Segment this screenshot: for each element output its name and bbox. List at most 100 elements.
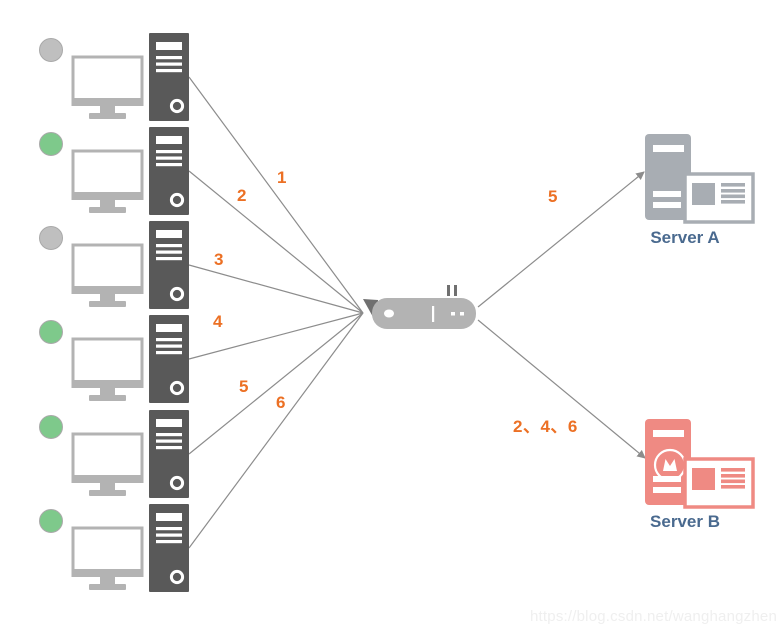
request-label-6: 6 <box>276 393 286 412</box>
client-device-1[interactable] <box>39 33 190 121</box>
monitor-base <box>89 395 126 401</box>
server-a-console-line-1 <box>721 183 745 187</box>
client-link-line-3 <box>188 264 364 314</box>
status-dot-active <box>39 132 63 156</box>
monitor-screen <box>71 337 144 385</box>
client-link-line-5 <box>188 312 364 455</box>
tower-vent-2 <box>156 250 182 254</box>
monitor-neck <box>100 106 115 113</box>
client-device-2[interactable] <box>39 127 190 215</box>
server-b-console-line-1 <box>721 468 745 472</box>
tower-power-button-icon <box>169 192 185 208</box>
server-b-console-line-4 <box>721 485 745 489</box>
tower-vent-3 <box>156 69 182 73</box>
switch-body <box>372 298 476 329</box>
server-b-label: Server B <box>650 512 720 531</box>
monitor-base <box>89 490 126 496</box>
tower-vent-2 <box>156 533 182 537</box>
tower-drive-bay <box>156 230 182 238</box>
monitor-neck <box>100 388 115 395</box>
tower-body <box>149 410 189 498</box>
monitor-screen <box>71 243 144 291</box>
client-link-line-1 <box>188 76 364 314</box>
switch-indicator-tick-1 <box>447 285 450 296</box>
tower-vent-1 <box>156 433 182 437</box>
server-b-console-line-2 <box>721 474 745 478</box>
server-a-console-line-4 <box>721 200 745 204</box>
tower-power-button-icon <box>169 569 185 585</box>
client-device-5[interactable] <box>39 410 190 498</box>
tower-vent-2 <box>156 62 182 66</box>
server-a-label: Server A <box>650 228 720 247</box>
server-b-console-thumbnail <box>692 468 715 490</box>
uplink-server-a-label: 5 <box>548 187 558 206</box>
switch-port-dot-2 <box>460 312 464 316</box>
tower-power-button-icon <box>169 286 185 302</box>
server-a-drive-slot <box>653 145 684 152</box>
server-b-status-bar-1 <box>653 476 681 482</box>
client-monitor-3 <box>71 243 144 307</box>
client-tower-2 <box>149 127 189 215</box>
switch-port-dot-1 <box>451 312 455 316</box>
tower-body <box>149 127 189 215</box>
tower-body <box>149 315 189 403</box>
server-b-console-line-3 <box>721 479 745 484</box>
tower-vent-3 <box>156 446 182 450</box>
request-label-2: 2 <box>237 186 247 205</box>
tower-vent-3 <box>156 540 182 544</box>
client-device-4[interactable] <box>39 315 190 403</box>
monitor-chin <box>71 286 144 294</box>
server-b-drive-slot <box>653 430 684 437</box>
server-a-console-line-2 <box>721 189 745 193</box>
tower-drive-bay <box>156 419 182 427</box>
tower-vent-1 <box>156 338 182 342</box>
tower-vent-1 <box>156 244 182 248</box>
monitor-screen <box>71 432 144 480</box>
client-monitor-5 <box>71 432 144 496</box>
client-tower-3 <box>149 221 189 309</box>
server-b-lightning-glyph-icon <box>663 459 677 471</box>
tower-vent-1 <box>156 56 182 60</box>
client-device-6[interactable] <box>39 504 190 592</box>
switch-divider <box>432 306 435 322</box>
tower-power-button-icon <box>169 475 185 491</box>
tower-body <box>149 504 189 592</box>
client-link-lines <box>188 76 364 549</box>
tower-body <box>149 221 189 309</box>
monitor-base <box>89 301 126 307</box>
client-tower-5 <box>149 410 189 498</box>
server-a-status-bar-1 <box>653 191 681 197</box>
status-dot-idle <box>39 226 63 250</box>
tower-drive-bay <box>156 324 182 332</box>
tower-vent-2 <box>156 344 182 348</box>
monitor-neck <box>100 294 115 301</box>
tower-vent-1 <box>156 150 182 154</box>
monitor-base <box>89 207 126 213</box>
uplink-server-b-label: 2、4、6 <box>513 417 578 436</box>
tower-vent-1 <box>156 527 182 531</box>
tower-vent-2 <box>156 156 182 160</box>
tower-power-button-icon <box>169 380 185 396</box>
status-dot-idle <box>39 38 63 62</box>
tower-drive-bay <box>156 136 182 144</box>
server-a-icon[interactable] <box>645 134 755 224</box>
client-monitor-4 <box>71 337 144 401</box>
monitor-chin <box>71 475 144 483</box>
client-monitor-2 <box>71 149 144 213</box>
client-device-3[interactable] <box>39 221 190 309</box>
server-b-icon[interactable] <box>645 419 755 509</box>
uplink-server-a-arrow <box>477 171 645 308</box>
monitor-screen <box>71 149 144 197</box>
server-a-console-thumbnail <box>692 183 715 205</box>
monitor-neck <box>100 577 115 584</box>
monitor-chin <box>71 192 144 200</box>
network-switch[interactable] <box>363 285 476 329</box>
client-link-line-2 <box>188 170 364 314</box>
monitor-base <box>89 113 126 119</box>
monitor-chin <box>71 98 144 106</box>
client-monitor-1 <box>71 55 144 119</box>
tower-drive-bay <box>156 513 182 521</box>
server-a-status-bar-2 <box>653 202 681 208</box>
